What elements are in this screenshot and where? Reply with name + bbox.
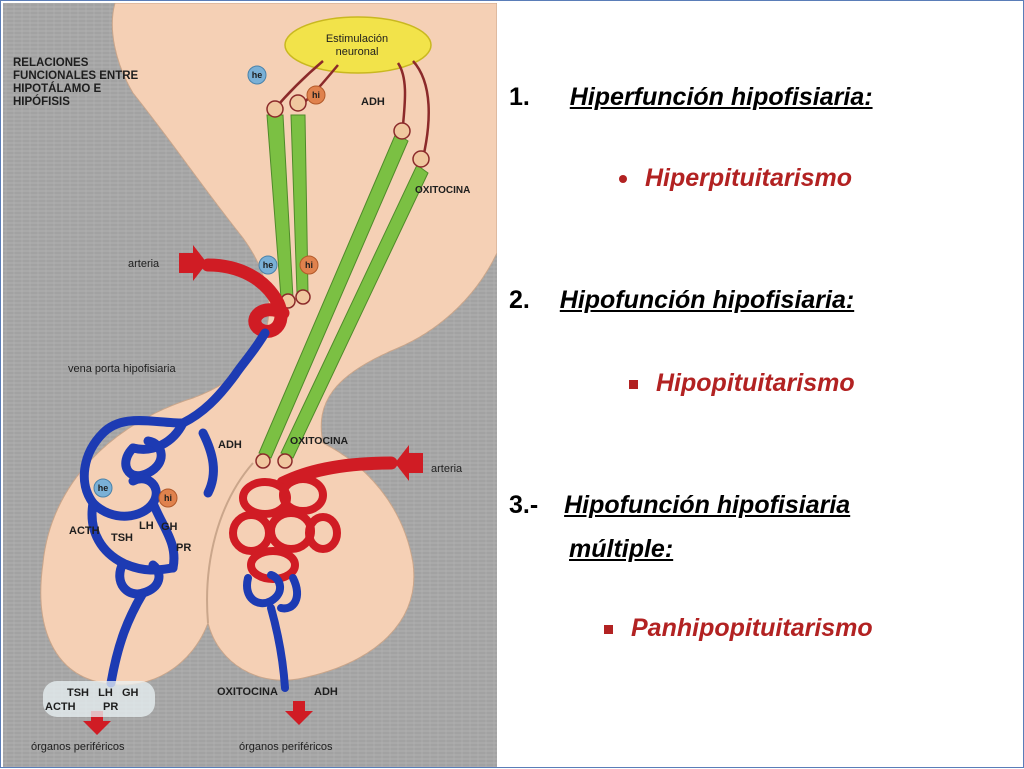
posterior-capillary-red [229,475,341,583]
arteria-left-arrow-icon [179,245,207,281]
label-adh-mid: ADH [218,439,242,451]
label-arteria-left: arteria [128,258,160,270]
neurosecretory-axons [258,114,429,459]
item2-heading-text: Hipofunción hipofisiaria: [559,286,855,314]
hi-badge-low: hi [158,488,178,508]
item1-heading-text: Hiperfunción hipofisiaria: [569,83,873,111]
bullet-square-icon [604,624,613,634]
diagram-title-line-3: HIPOTÁLAMO E [13,82,101,95]
hi-badge-top: hi [306,85,326,105]
item1-heading: 1. Hiperfunción hipofisiaria: [509,83,873,112]
label-oxitocina-bottom: OXITOCINA [217,686,278,698]
output-arrow-right-icon [285,701,313,725]
item2-number: 2. [509,286,530,314]
bullet-square-icon [629,379,638,389]
label-organos-right: órganos periféricos [239,741,333,753]
he-badge-mid: he [258,255,278,275]
portal-vein-system [79,328,270,688]
neural-stimulation-area [284,16,432,74]
svg-text:hi: hi [312,90,320,100]
bottom-left-label-glow [43,681,155,717]
label-adh-top: ADH [361,96,385,108]
label-adh-bottom: ADH [314,686,338,698]
label-organos-left: órganos periféricos [31,741,125,753]
pituitary-diagram: he hi he hi he hi RELACI [3,3,497,767]
item3-heading-line1: Hipofunción hipofisiaria [564,491,851,519]
diagram-title-line-1: RELACIONES [13,57,89,69]
item2-bullet: Hipopituitarismo [629,369,855,398]
item3-bullet-text: Panhipopituitarismo [631,614,873,642]
label-oxitocina-top: OXITOCINA [415,185,470,196]
svg-text:hi: hi [305,260,313,270]
slide-content: 1. Hiperfunción hipofisiaria: Hiperpitui… [499,1,1024,769]
label-arteria-right: arteria [431,463,463,475]
label-gh: GH [161,521,178,533]
he-badge-top: he [247,65,267,85]
item3-heading-cont: múltiple: [569,535,673,564]
item2-bullet-text: Hipopituitarismo [656,369,855,397]
item3-number: 3.- [509,491,539,519]
diagram-title-line-2: FUNCIONALES ENTRE [13,70,139,82]
arteria-right-arrow-icon [395,445,423,481]
bullet-dot-icon [619,175,627,184]
item1-bullet-text: Hiperpituitarismo [645,164,852,192]
item3-heading: 3.- Hipofunción hipofisiaria [509,491,850,520]
lobe-divider [206,462,254,624]
svg-text:he: he [263,260,274,270]
he-badge-low: he [93,478,113,498]
svg-text:he: he [252,70,263,80]
svg-text:he: he [98,483,109,493]
item2-heading: 2. Hipofunción hipofisiaria: [509,286,854,315]
label-acth: ACTH [69,525,100,537]
item3-bullet: Panhipopituitarismo [604,614,873,643]
posterior-capillary-blue [243,571,302,692]
label-hormones-bottom-2: ACTH PR [45,701,118,713]
neural-stimulation-label-1: Estimulación [326,33,388,45]
artery-vessel-left [201,258,290,338]
label-tsh: TSH [111,532,133,544]
item1-number: 1. [509,83,530,111]
svg-text:hi: hi [164,493,172,503]
item3-heading-line2: múltiple: [569,535,674,563]
hi-badge-mid: hi [299,255,319,275]
label-pr: PR [176,542,191,554]
label-hormones-bottom-1: TSH LH GH [67,687,139,699]
label-oxitocina-mid: OXITOCINA [290,435,349,447]
label-vena-porta: vena porta hipofisiaria [68,363,177,375]
label-lh: LH [139,520,154,532]
item1-bullet: Hiperpituitarismo [619,164,852,193]
nerve-endings [255,94,430,469]
output-arrow-left-icon [83,711,111,735]
neural-stimulation-label-2: neuronal [336,46,379,58]
diagram-title-line-4: HIPÓFISIS [13,95,70,108]
